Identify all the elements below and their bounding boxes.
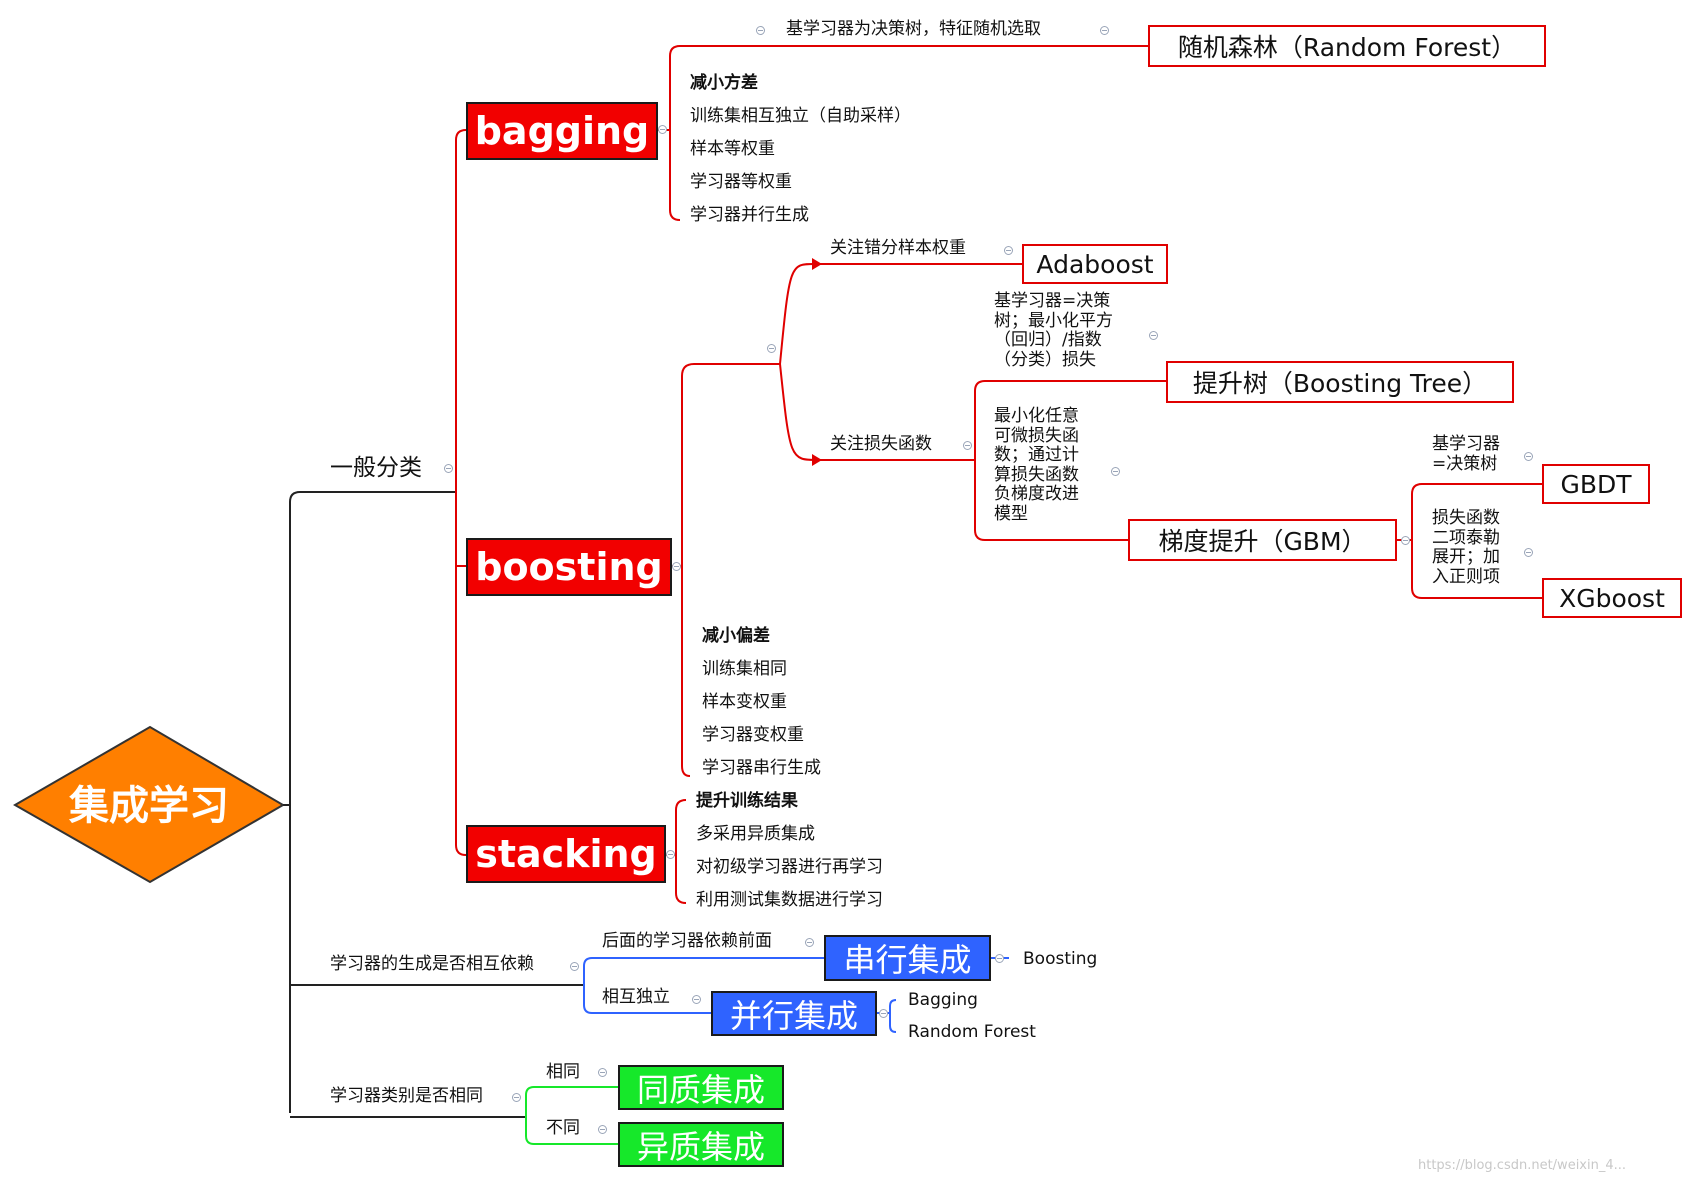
desc-line: 数；通过计 [994, 445, 1079, 465]
bagging-prop: 训练集相互独立（自助采样） [690, 106, 911, 126]
parallel-example: Bagging [908, 990, 978, 1010]
xgboost-node[interactable]: XGboost [1542, 578, 1682, 618]
desc-line: 负梯度改进 [994, 484, 1079, 504]
bagging-prop: 样本等权重 [690, 139, 775, 159]
boosting-prop: 减小偏差 [702, 626, 770, 646]
collapse-icon[interactable] [692, 995, 701, 1004]
same-condition: 相同 [546, 1062, 580, 1082]
boosting-tree-desc: 基学习器=决策 树；最小化平方 （回归）/指数 （分类）损失 [994, 291, 1113, 370]
boosting-tree-label: 提升树（Boosting Tree） [1192, 369, 1488, 398]
stacking-prop: 多采用异质集成 [696, 824, 815, 844]
general-branch-label: 一般分类 [330, 455, 422, 481]
collapse-icon[interactable] [512, 1093, 521, 1102]
parallel-example: Random Forest [908, 1022, 1036, 1042]
gbm-desc: 最小化任意 可微损失函 数；通过计 算损失函数 负梯度改进 模型 [994, 406, 1079, 524]
desc-line: 可微损失函 [994, 425, 1079, 446]
boosting-prop: 学习器变权重 [702, 725, 804, 745]
bagging-prop: 减小方差 [690, 73, 758, 93]
desc-line: 模型 [994, 503, 1028, 524]
boosting-prop: 训练集相同 [702, 659, 787, 679]
desc-line: 二项泰勒 [1432, 527, 1500, 548]
focus-error-label: 关注错分样本权重 [830, 238, 966, 258]
serial-ensemble-node[interactable]: 串行集成 [824, 935, 991, 981]
bagging-prop: 学习器等权重 [690, 172, 792, 192]
desc-line: 基学习器=决策 [994, 291, 1111, 311]
collapse-icon[interactable] [598, 1125, 607, 1134]
collapse-icon[interactable] [756, 26, 765, 35]
collapse-icon[interactable] [1524, 548, 1533, 557]
collapse-icon[interactable] [1149, 331, 1158, 340]
stacking-prop: 提升训练结果 [696, 791, 798, 811]
stacking-label: stacking [475, 832, 657, 876]
collapse-icon[interactable] [963, 441, 972, 450]
desc-line: （分类）损失 [994, 349, 1096, 370]
desc-line: =决策树 [1432, 453, 1498, 474]
collapse-icon[interactable] [658, 125, 667, 134]
boosting-node[interactable]: boosting [466, 538, 672, 596]
boosting-prop: 学习器串行生成 [702, 758, 821, 778]
desc-line: 展开；加 [1432, 547, 1500, 567]
desc-line: 入正则项 [1432, 566, 1500, 587]
heterogeneous-label: 异质集成 [636, 1127, 765, 1166]
bagging-prop: 学习器并行生成 [690, 205, 809, 225]
random-forest-label: 随机森林（Random Forest） [1177, 33, 1517, 62]
desc-line: 损失函数 [1432, 508, 1500, 528]
gbdt-label: GBDT [1560, 469, 1632, 499]
collapse-icon[interactable] [1401, 536, 1410, 545]
collapse-icon[interactable] [995, 954, 1004, 963]
collapse-icon[interactable] [767, 344, 776, 353]
parallel-ensemble-node[interactable]: 并行集成 [711, 991, 877, 1036]
stacking-prop: 对初级学习器进行再学习 [696, 857, 883, 877]
root-label: 集成学习 [68, 783, 229, 829]
stacking-prop: 利用测试集数据进行学习 [696, 890, 883, 910]
dependency-branch-label: 学习器的生成是否相互依赖 [330, 954, 534, 974]
rf-condition: 基学习器为决策树，特征随机选取 [786, 19, 1041, 39]
bagging-label: bagging [474, 109, 650, 153]
collapse-icon[interactable] [666, 850, 675, 859]
gbdt-desc: 基学习器 =决策树 [1432, 434, 1500, 474]
adaboost-label: Adaboost [1036, 249, 1154, 279]
type-branch-label: 学习器类别是否相同 [330, 1086, 483, 1106]
collapse-icon[interactable] [1524, 452, 1533, 461]
collapse-icon[interactable] [1111, 467, 1120, 476]
watermark: https://blog.csdn.net/weixin_4... [1418, 1158, 1627, 1173]
gbm-label: 梯度提升（GBM） [1158, 527, 1367, 556]
boosting-label: boosting [475, 545, 663, 589]
collapse-icon[interactable] [598, 1068, 607, 1077]
serial-ensemble-label: 串行集成 [843, 941, 972, 979]
random-forest-node[interactable]: 随机森林（Random Forest） [1148, 25, 1546, 67]
collapse-icon[interactable] [672, 562, 681, 571]
collapse-icon[interactable] [444, 464, 453, 473]
homogeneous-node[interactable]: 同质集成 [618, 1065, 784, 1110]
serial-example: Boosting [1023, 949, 1098, 969]
focus-loss-label: 关注损失函数 [830, 434, 932, 454]
collapse-icon[interactable] [1100, 26, 1109, 35]
desc-line: 算损失函数 [994, 464, 1079, 485]
desc-line: 基学习器 [1432, 434, 1500, 454]
desc-line: 树；最小化平方 [994, 310, 1113, 331]
xgboost-desc: 损失函数 二项泰勒 展开；加 入正则项 [1432, 508, 1500, 587]
boosting-tree-node[interactable]: 提升树（Boosting Tree） [1166, 361, 1514, 403]
desc-line: 最小化任意 [994, 406, 1079, 426]
parallel-condition: 相互独立 [602, 987, 670, 1007]
bagging-node[interactable]: bagging [466, 102, 658, 160]
xgboost-label: XGboost [1559, 583, 1665, 613]
collapse-icon[interactable] [570, 962, 579, 971]
serial-condition: 后面的学习器依赖前面 [602, 931, 772, 951]
adaboost-node[interactable]: Adaboost [1022, 244, 1168, 284]
collapse-icon[interactable] [879, 1009, 888, 1018]
diff-condition: 不同 [546, 1118, 580, 1138]
gbm-node[interactable]: 梯度提升（GBM） [1128, 519, 1397, 561]
homogeneous-label: 同质集成 [636, 1070, 765, 1109]
collapse-icon[interactable] [805, 938, 814, 947]
parallel-ensemble-label: 并行集成 [729, 996, 858, 1035]
root-connectors [283, 491, 584, 1118]
desc-line: （回归）/指数 [994, 330, 1102, 350]
collapse-icon[interactable] [1004, 246, 1013, 255]
type-connectors [525, 1086, 618, 1145]
heterogeneous-node[interactable]: 异质集成 [618, 1122, 784, 1167]
boosting-prop: 样本变权重 [702, 692, 787, 712]
gbdt-node[interactable]: GBDT [1542, 464, 1650, 504]
stacking-node[interactable]: stacking [466, 825, 666, 883]
